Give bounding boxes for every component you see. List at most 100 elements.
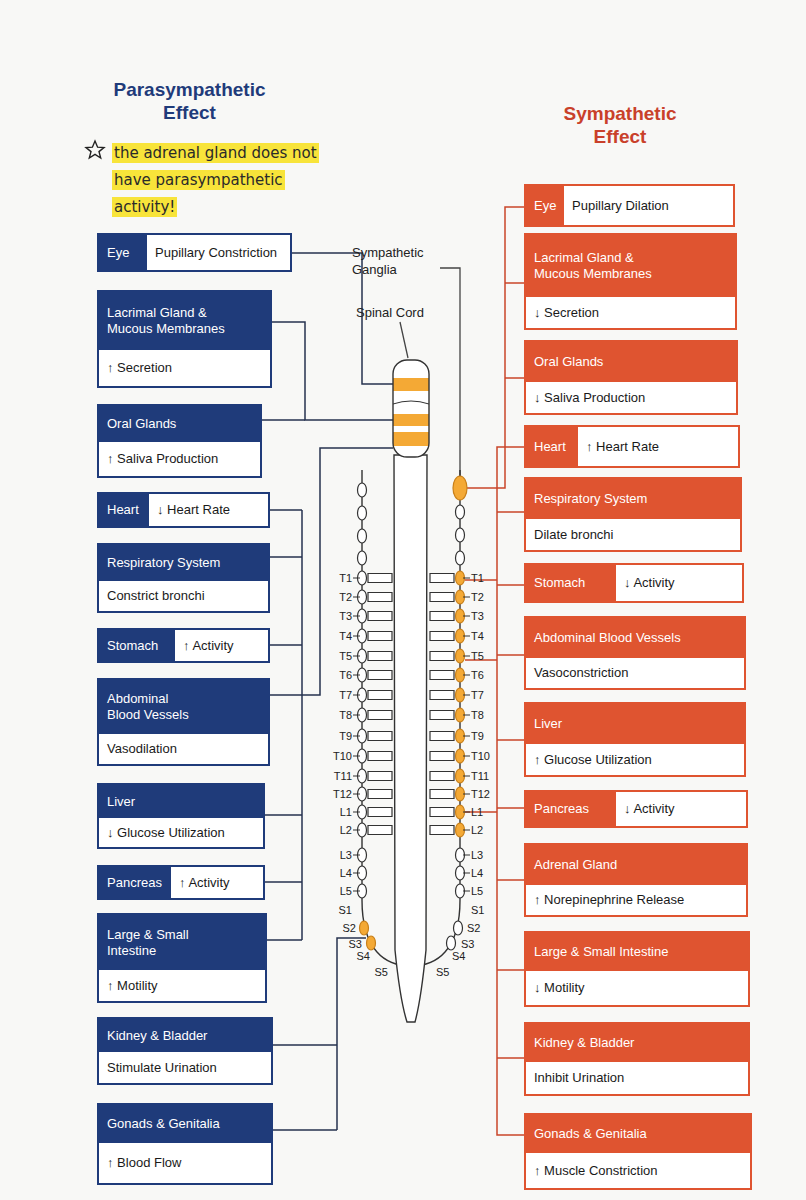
label-holder: T12 <box>471 787 501 801</box>
effect-label: ↑ Glucose Utilization <box>526 744 744 775</box>
organ-label: Lacrimal Gland & Mucous Membranes <box>99 292 270 350</box>
spinal-cord <box>394 455 427 1022</box>
organ-effect-box: Abdominal Blood VesselsVasodilation <box>97 678 270 766</box>
label-holder: L4 <box>322 866 352 880</box>
label-holder: the adrenal gland does not have parasymp… <box>112 140 337 221</box>
label-holder: T11 <box>471 769 501 783</box>
label-holder: L3 <box>471 848 501 862</box>
label-holder: L3 <box>322 848 352 862</box>
organ-effect-box: Respiratory SystemDilate bronchi <box>524 477 742 552</box>
label-holder: L1 <box>471 805 501 819</box>
vertebra-label: T6 <box>471 669 484 681</box>
structure-label: Spinal Cord <box>356 305 424 320</box>
vertebra-label: T11 <box>334 770 352 782</box>
label-holder: S1 <box>322 903 352 917</box>
label-holder: T8 <box>471 708 501 722</box>
organ-effect-box: Heart↑ Heart Rate <box>524 425 740 468</box>
vertebra-label: T4 <box>339 630 352 642</box>
organ-label: Pancreas <box>526 792 616 826</box>
vertebra-label: T5 <box>339 650 352 662</box>
label-holder: T3 <box>471 609 501 623</box>
organ-effect-box: EyePupillary Dilation <box>524 184 735 227</box>
effect-label: ↑ Activity <box>171 867 263 898</box>
effect-label: ↓ Activity <box>616 792 746 826</box>
organ-effect-box: Respiratory SystemConstrict bronchi <box>97 543 270 613</box>
column-heading: Sympathetic Effect <box>564 103 677 147</box>
ganglion <box>358 483 367 497</box>
handwritten-note: the adrenal gland does not have parasymp… <box>112 143 319 217</box>
vertebra-label: L3 <box>340 849 352 861</box>
effect-label: ↑ Motility <box>99 970 265 1001</box>
organ-label: Kidney & Bladder <box>99 1019 271 1052</box>
label-holder: T4 <box>322 629 352 643</box>
effect-label: ↓ Activity <box>616 565 742 601</box>
organ-effect-box: Gonads & Genitalia↑ Muscle Constriction <box>524 1113 752 1190</box>
effect-label: Vasoconstriction <box>526 658 744 688</box>
vertebra-label: S2 <box>343 922 356 934</box>
organ-label: Heart <box>99 494 149 526</box>
cranial-segment <box>393 414 429 426</box>
effect-label: ↓ Motility <box>526 971 748 1005</box>
vertebra-label: L2 <box>471 824 483 836</box>
organ-label: Abdominal Blood Vessels <box>526 618 744 658</box>
organ-label: Respiratory System <box>526 479 740 519</box>
label-holder: T1 <box>322 571 352 585</box>
ganglion <box>447 936 456 950</box>
nerve-wire <box>265 510 302 940</box>
effect-label: ↑ Saliva Production <box>99 442 260 476</box>
organ-effect-box: Pancreas↑ Activity <box>97 865 265 900</box>
nerve-wire <box>273 938 366 1130</box>
organ-effect-box: Adrenal Gland↑ Norepinephrine Release <box>524 843 748 917</box>
organ-label: Kidney & Bladder <box>526 1024 748 1062</box>
vertebra-label: T12 <box>333 788 352 800</box>
nerve-wire <box>466 207 524 488</box>
structure-label: Sympathetic Ganglia <box>352 245 424 277</box>
effect-label: ↑ Activity <box>175 630 268 661</box>
label-holder: T10 <box>322 749 352 763</box>
level-tick <box>463 578 470 891</box>
nerve-wire <box>301 510 303 940</box>
label-holder: S2 <box>326 921 356 935</box>
level-tick <box>353 578 360 891</box>
label-holder: L5 <box>471 884 501 898</box>
organ-label: Gonads & Genitalia <box>526 1115 750 1153</box>
label-holder: S3 <box>332 937 362 951</box>
vertebra-label: T1 <box>339 572 352 584</box>
vertebra-label: T12 <box>471 788 490 800</box>
organ-effect-box: Stomach↑ Activity <box>97 628 270 663</box>
vertebra-label: T2 <box>471 591 484 603</box>
ganglion <box>456 505 465 519</box>
organ-effect-box: Large & Small Intestine↑ Motility <box>97 913 267 1003</box>
vertebra-label: T10 <box>333 750 352 762</box>
ganglion <box>454 921 463 935</box>
label-holder: T11 <box>322 769 352 783</box>
vertebra-label: L5 <box>340 885 352 897</box>
vertebra-label: S3 <box>349 938 362 950</box>
label-holder: T4 <box>471 629 501 643</box>
brainstem <box>393 360 429 457</box>
ganglion <box>453 476 467 500</box>
effect-label: Pupillary Constriction <box>147 235 290 270</box>
organ-label: Eye <box>99 235 147 270</box>
nerve-root <box>430 574 454 835</box>
vertebra-label: T4 <box>471 630 484 642</box>
vertebra-label: L3 <box>471 849 483 861</box>
label-holder: T7 <box>322 688 352 702</box>
vertebra-label: T10 <box>471 750 490 762</box>
effect-label: Dilate bronchi <box>526 519 740 550</box>
label-holder: S1 <box>471 903 501 917</box>
effect-label: ↑ Blood Flow <box>99 1143 271 1183</box>
label-holder: T7 <box>471 688 501 702</box>
organ-effect-box: Gonads & Genitalia↑ Blood Flow <box>97 1103 273 1185</box>
organ-effect-box: Abdominal Blood VesselsVasoconstriction <box>524 616 746 690</box>
nerve-wire <box>497 447 524 1135</box>
nerve-wire <box>465 580 497 812</box>
organ-label: Eye <box>526 186 564 225</box>
effect-label: Inhibit Urination <box>526 1062 748 1094</box>
organ-label: Large & Small Intestine <box>526 933 748 971</box>
label-holder: T6 <box>322 668 352 682</box>
vertebra-label: T7 <box>339 689 352 701</box>
vertebra-label: T6 <box>339 669 352 681</box>
vertebra-label: L5 <box>471 885 483 897</box>
